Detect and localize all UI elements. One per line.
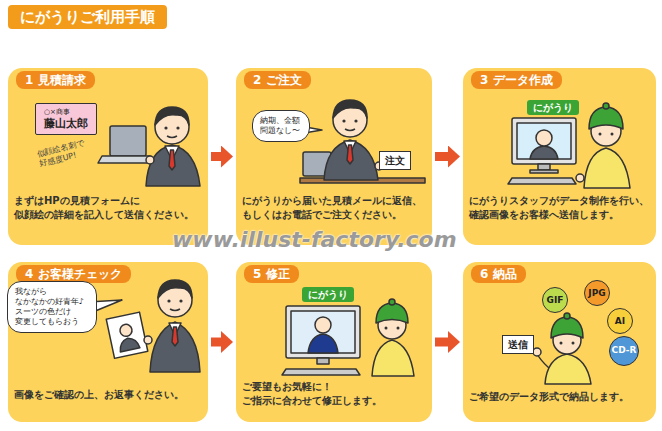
paper-sheet: 送信 — [502, 335, 534, 354]
business-card-text: 藤山太郎 — [44, 117, 88, 131]
format-badge: GIF — [542, 287, 568, 313]
format-badge: AI — [607, 308, 633, 334]
flow-arrow — [211, 338, 221, 347]
step-heading: 5 修正 — [244, 265, 299, 283]
business-card: ○×商事藤山太郎 — [35, 103, 97, 135]
step-heading: 3 データ作成 — [471, 71, 562, 89]
step-description: 画像をご確認の上、お返事ください。 — [14, 388, 196, 402]
brand-tag: にがうり — [302, 287, 354, 302]
watermark: www.illust-factory.com — [172, 227, 457, 253]
paper-sheet-text: 注文 — [385, 154, 405, 167]
paper-sheet: 注文 — [379, 151, 411, 170]
paper-sheet-text: 送信 — [508, 338, 528, 351]
flow-arrow — [435, 338, 448, 347]
step-heading: 2 ご注文 — [244, 71, 311, 89]
step-panel: 6 納品ご希望のデータ形式で納品します。 GIF JPG AI CD-R 送信 — [463, 262, 656, 422]
speech-bubble: 納期、金額 問題なし〜 — [252, 110, 310, 142]
step-heading: 1 見積請求 — [16, 71, 95, 89]
step-description: ご要望もお気軽に！ ご指示に合わせて修正します。 — [242, 380, 424, 408]
format-badge-text: AI — [615, 316, 625, 327]
business-card-text: ○×商事 — [44, 107, 70, 117]
step-panel: 4 お客様チェック画像をご確認の上、お返事ください。我ながら なかなかの好青年♪… — [8, 262, 208, 422]
step-panel: 3 データ作成にがうりスタッフがデータ制作を行い、 確認画像をお客様へ送信します… — [463, 68, 656, 245]
speech-bubble-text: 我ながら なかなかの好青年♪ スーツの色だけ 変更してもらおう — [15, 287, 89, 327]
brand-tag: にがうり — [527, 100, 579, 115]
brand-tag-text: にがうり — [308, 288, 348, 301]
step-heading: 6 納品 — [471, 265, 526, 283]
step-panel: 5 修正ご要望もお気軽に！ ご指示に合わせて修正します。 にがうり — [236, 262, 432, 422]
format-badge: CD-R — [609, 336, 640, 367]
format-badge: JPG — [584, 280, 610, 306]
speech-bubble: 我ながら なかなかの好青年♪ スーツの色だけ 変更してもらおう — [7, 281, 97, 333]
format-badge-text: CD-R — [612, 345, 637, 356]
step-description: ご希望のデータ形式で納品します。 — [469, 390, 651, 404]
step-panel: 2 ご注文にがうりから届いた見積メールに返信、 もしくはお電話でご注文ください。… — [236, 68, 432, 245]
format-badge-text: JPG — [588, 288, 605, 299]
format-badge-text: GIF — [547, 295, 564, 306]
page-title: にがうりご利用手順 — [8, 5, 167, 29]
speech-bubble-text: 納期、金額 問題なし〜 — [260, 116, 302, 136]
step-description: まずはHPの見積フォームに 似顔絵の詳細を記入して送信ください。 — [14, 194, 196, 222]
brand-tag-text: にがうり — [533, 101, 573, 114]
flow-arrow — [435, 152, 448, 161]
step-description: にがうりスタッフがデータ制作を行い、 確認画像をお客様へ送信します。 — [469, 194, 651, 222]
step-description: にがうりから届いた見積メールに返信、 もしくはお電話でご注文ください。 — [242, 194, 424, 222]
flow-arrow — [211, 152, 221, 161]
title-band: にがうりご利用手順 — [8, 5, 167, 29]
